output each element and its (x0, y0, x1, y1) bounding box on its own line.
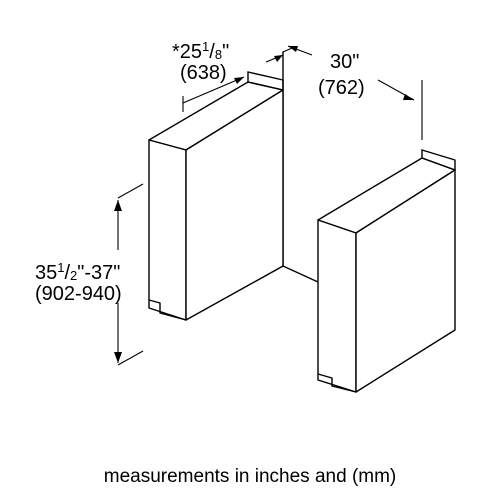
depth-dimension-label: *251/8" (172, 36, 229, 66)
height-dimension-lines (114, 183, 144, 366)
depth-dimension-lines (182, 47, 293, 112)
height-dimension-label: 351/2"-37" (35, 260, 121, 284)
left-cabinet-panel (148, 71, 284, 321)
width-dimension-metric: (762) (318, 77, 365, 99)
units-caption: measurements in inches and (mm) (103, 466, 397, 487)
depth-dimension-metric: (638) (180, 62, 227, 84)
height-dimension-metric: (902-940) (35, 283, 122, 305)
right-cabinet-panel (317, 149, 456, 393)
width-dimension-lines (287, 45, 423, 140)
depth-imperial: *251/8" (172, 39, 230, 63)
width-dimension-label: 30" (330, 51, 360, 73)
